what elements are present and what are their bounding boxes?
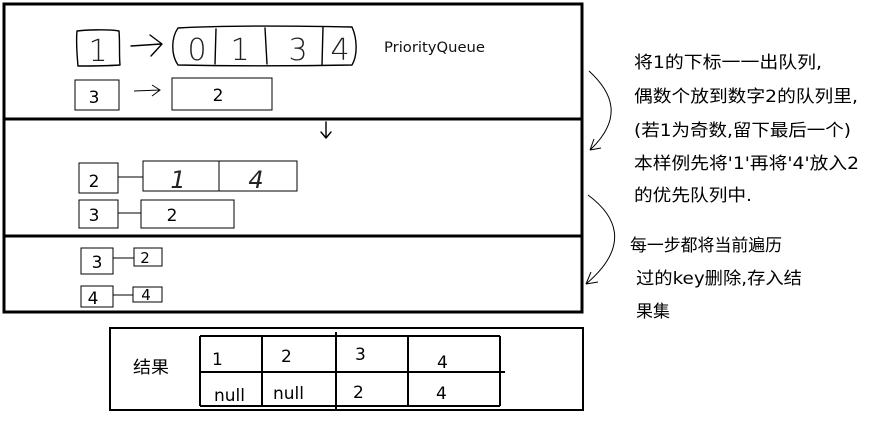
- result-label: 结果: [133, 358, 169, 378]
- queue-cell: 2: [140, 249, 150, 267]
- key-box: [78, 162, 119, 194]
- result-key: 3: [355, 345, 366, 365]
- note-line: 每一步都将当前遍历: [630, 236, 782, 256]
- curved-arrow-icon: [588, 70, 612, 151]
- queue-box: [140, 199, 235, 229]
- result-panel: 结果 1 2 3 4 null null 2 4: [109, 327, 584, 411]
- stage-2: 2 1 4 3 2: [78, 160, 298, 229]
- right-arrow-icon: [133, 84, 161, 97]
- key-one-box: [75, 29, 121, 67]
- key-box: [80, 285, 114, 308]
- queue-cell: 1: [230, 33, 249, 68]
- note-line: 本样例先将'1'再将'4'放入2: [634, 154, 859, 174]
- queue-box: [133, 247, 163, 267]
- result-key: 4: [437, 353, 448, 373]
- result-value: null: [273, 384, 304, 404]
- key-three-box: [74, 79, 120, 111]
- queue-cell: 0: [187, 33, 206, 68]
- note-line: 将1的下标一一出队列,: [634, 53, 822, 73]
- stage-3: 3 2 4 4: [80, 247, 163, 309]
- queue-cell: 2: [167, 206, 178, 226]
- key-three-queue-box: [171, 77, 273, 111]
- queue-box: [142, 160, 298, 192]
- curved-arrow-icon: [585, 194, 616, 285]
- result-value: 4: [436, 384, 447, 404]
- queue-cell: 1: [170, 166, 185, 194]
- result-table: 1 2 3 4 null null 2 4: [199, 332, 505, 410]
- right-arrow-icon: [130, 34, 163, 57]
- queue-cell: 2: [213, 86, 224, 106]
- queue-cell: 4: [141, 286, 151, 304]
- result-key: 2: [281, 347, 292, 367]
- notes: 将1的下标一一出队列, 偶数个放到数字2的队列里, (若1为奇数,留下最后一个)…: [585, 53, 859, 322]
- queue-cell: 3: [288, 33, 307, 68]
- note-line: 偶数个放到数字2的队列里,: [634, 87, 858, 107]
- key-one-queue-box: [172, 25, 357, 67]
- result-value: null: [214, 386, 245, 406]
- note-line: 过的key删除,存入结: [636, 269, 802, 289]
- note-line: (若1为奇数,留下最后一个): [634, 121, 851, 141]
- result-key: 1: [212, 350, 223, 370]
- priority-queue-label: PriorityQueue: [384, 40, 485, 56]
- key-box: [80, 247, 114, 275]
- key-box: [78, 199, 119, 229]
- result-panel-border: [109, 327, 584, 411]
- note-line: 的优先队列中.: [634, 186, 752, 206]
- queue-cell: 4: [248, 166, 263, 194]
- key-label: 3: [89, 206, 100, 226]
- key-three-label: 3: [89, 88, 100, 108]
- key-one-label: 1: [88, 34, 107, 69]
- queue-cell: 4: [330, 33, 349, 68]
- down-arrow-icon: [320, 121, 332, 139]
- key-label: 2: [89, 172, 100, 192]
- process-panel-border: [2, 2, 584, 314]
- queue-cell-divider: [321, 26, 324, 66]
- result-value: 2: [353, 383, 364, 403]
- key-label: 4: [88, 289, 99, 309]
- queue-cell-divider: [264, 27, 268, 65]
- process-panel: [2, 2, 584, 314]
- queue-box: [132, 286, 163, 303]
- note-line: 果集: [636, 302, 670, 322]
- key-label: 3: [92, 253, 103, 273]
- stage-1: 1 0 1 3 4 PriorityQueue 3 2: [74, 25, 485, 139]
- queue-cell-divider: [214, 28, 217, 65]
